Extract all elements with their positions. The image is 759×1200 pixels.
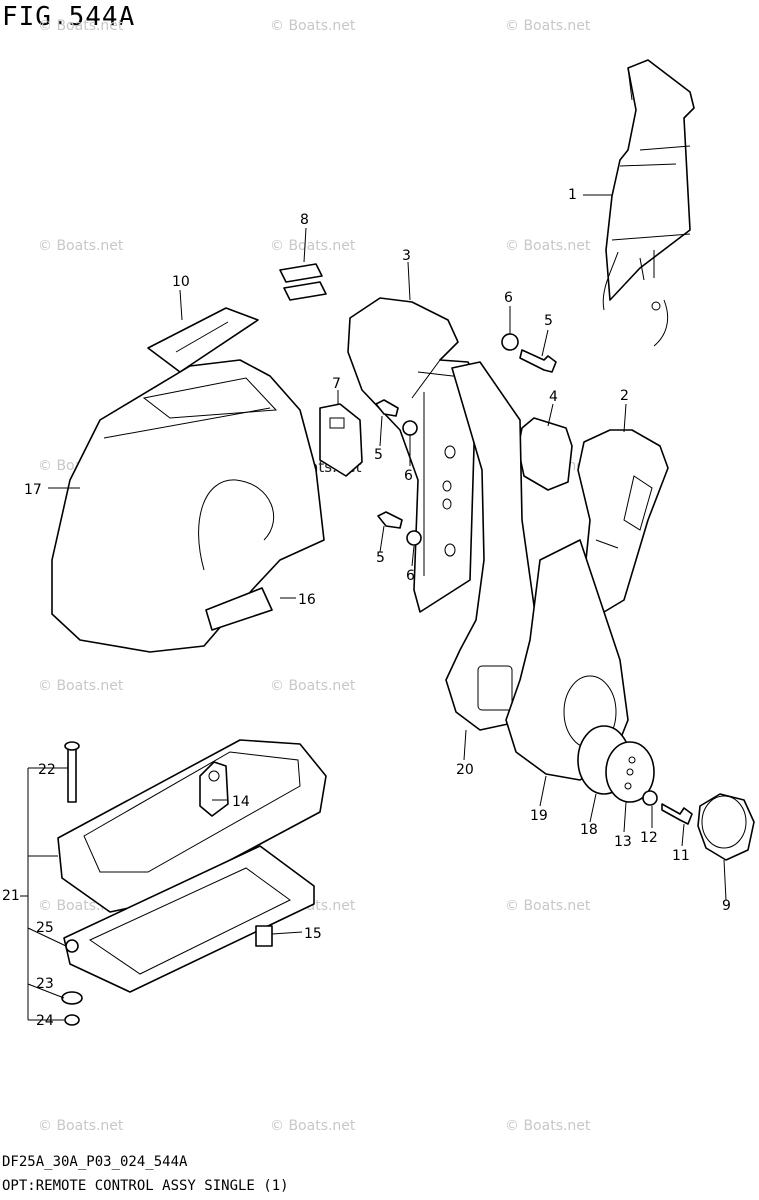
part-5-screw-low xyxy=(377,511,403,529)
part-23-washer xyxy=(61,991,83,1005)
callout-6-mid: 6 xyxy=(404,468,413,484)
watermark: © Boats.net xyxy=(38,678,124,694)
callout-10: 10 xyxy=(172,274,190,290)
part-14-stud xyxy=(199,761,229,817)
watermark: © Boats.net xyxy=(270,678,356,694)
callout-2: 2 xyxy=(620,388,629,404)
part-20-arm xyxy=(445,361,537,731)
callout-25: 25 xyxy=(36,920,54,936)
callout-8: 8 xyxy=(300,212,309,228)
part-17-cover xyxy=(51,359,325,653)
figure-title: FIG.544A xyxy=(2,2,136,32)
callout-14: 14 xyxy=(232,794,250,810)
part-10-label-plate xyxy=(147,307,259,373)
part-6-washer-low xyxy=(406,530,422,546)
watermark: © Boats.net xyxy=(270,18,356,34)
callout-1: 1 xyxy=(568,187,577,203)
part-9-cap xyxy=(697,793,755,861)
callout-15: 15 xyxy=(304,926,322,942)
part-4-knob xyxy=(517,417,573,491)
part-7-clip xyxy=(319,403,363,477)
watermark: © Boats.net xyxy=(505,898,591,914)
part-11-screw xyxy=(661,803,693,825)
watermark: © Boats.net xyxy=(505,18,591,34)
watermark: © Boats.net xyxy=(270,238,356,254)
callout-3: 3 xyxy=(402,248,411,264)
callout-6-top: 6 xyxy=(504,290,513,306)
callout-5-mid: 5 xyxy=(374,447,383,463)
part-8-decal xyxy=(279,263,327,301)
callout-5-top: 5 xyxy=(544,313,553,329)
callout-6-low: 6 xyxy=(406,568,415,584)
callout-23: 23 xyxy=(36,976,54,992)
callout-5-low: 5 xyxy=(376,550,385,566)
part-6-washer-mid xyxy=(402,420,418,436)
callout-18: 18 xyxy=(580,822,598,838)
callout-22: 22 xyxy=(38,762,56,778)
callout-9: 9 xyxy=(722,898,731,914)
leader-lines xyxy=(20,194,727,1021)
callout-7: 7 xyxy=(332,376,341,392)
part-6-washer-top xyxy=(501,333,519,351)
callout-20: 20 xyxy=(456,762,474,778)
callout-12: 12 xyxy=(640,830,658,846)
part-5-screw-top xyxy=(519,349,557,373)
watermark: © Boats.net xyxy=(505,1118,591,1134)
watermark: © Boats.net xyxy=(38,238,124,254)
callout-13: 13 xyxy=(614,834,632,850)
part-16-bushing xyxy=(205,587,273,631)
part-15-clip xyxy=(255,925,273,947)
part-12-washer xyxy=(642,790,658,806)
part-22-screw xyxy=(64,741,80,803)
part-21-base-assy xyxy=(57,739,327,993)
callout-16: 16 xyxy=(298,592,316,608)
watermark: © Boats.net xyxy=(505,238,591,254)
callout-17: 17 xyxy=(24,482,42,498)
callout-21: 21 xyxy=(2,888,20,904)
callout-4: 4 xyxy=(549,389,558,405)
watermark: © Boats.net xyxy=(38,18,124,34)
part-13-plate xyxy=(605,741,655,803)
part-2-control-arm xyxy=(577,429,669,613)
part-24-nut xyxy=(64,1014,80,1026)
callout-11: 11 xyxy=(672,848,690,864)
callout-19: 19 xyxy=(530,808,548,824)
watermark: © Boats.net xyxy=(38,1118,124,1134)
callout-24: 24 xyxy=(36,1013,54,1029)
part-5-screw-mid xyxy=(375,399,399,417)
part-25-hole xyxy=(65,939,79,953)
figure-caption: OPT:REMOTE CONTROL ASSY SINGLE (1) xyxy=(2,1178,289,1194)
figure-code: DF25A_30A_P03_024_544A xyxy=(2,1154,188,1170)
part-1-remote-control-handle xyxy=(602,59,695,347)
watermark: © Boats.net xyxy=(270,1118,356,1134)
